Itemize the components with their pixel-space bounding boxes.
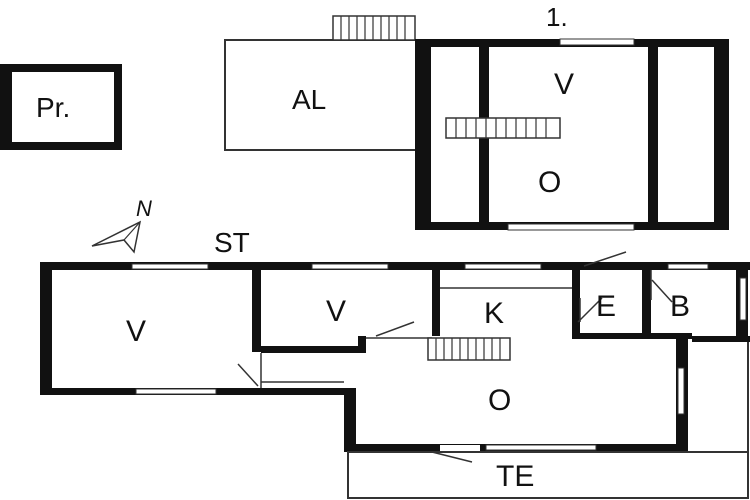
room-label-ground-v-left: V: [126, 315, 146, 348]
room-label-ground-v-mid: V: [326, 295, 346, 328]
room-label-al: AL: [292, 84, 326, 115]
room-label-ground-e: E: [596, 290, 616, 323]
label-upper-floor: 1.: [546, 2, 568, 32]
stairs-upper: [445, 117, 561, 139]
north-arrow-icon: [91, 220, 142, 254]
room-label-ground-o: O: [488, 384, 511, 417]
room-label-upper-v: V: [554, 68, 574, 101]
pr-building: [0, 64, 122, 150]
room-label-ground-b: B: [670, 290, 690, 323]
room-label-upper-o: O: [538, 166, 561, 199]
room-label-pr: Pr.: [36, 92, 70, 123]
ground-floor-thin-lines: [237, 251, 673, 463]
terrace-outline: [347, 342, 749, 499]
stairs-top: [332, 15, 416, 41]
label-ground-floor: ST: [214, 227, 250, 258]
label-north: N: [136, 196, 152, 221]
room-label-te: TE: [496, 460, 534, 493]
stairs-ground: [427, 337, 511, 361]
ground-floor-walls: [40, 262, 750, 452]
room-label-ground-k: K: [484, 297, 504, 330]
